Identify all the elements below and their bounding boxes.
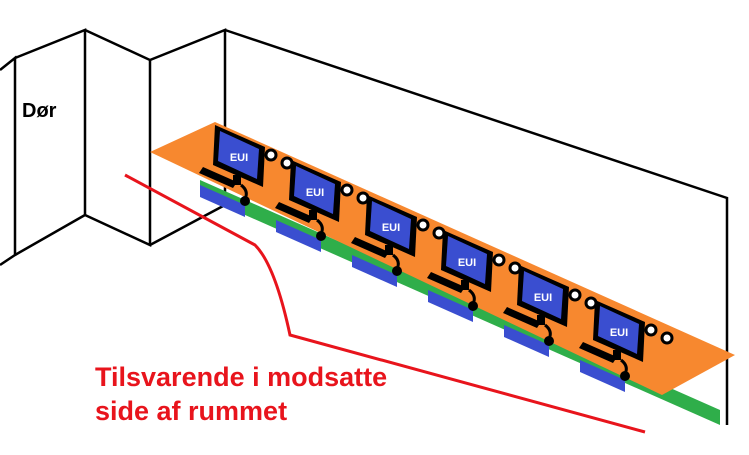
- back-wall: [224, 28, 729, 425]
- keyboard: [503, 307, 541, 328]
- monitor-screen: [446, 236, 487, 284]
- chair: [428, 290, 473, 322]
- chair: [580, 360, 625, 392]
- chair: [504, 325, 549, 357]
- workstation: EUI: [199, 125, 294, 217]
- screen-label: EUI: [610, 327, 628, 339]
- annotation-line2: side af rummet: [95, 396, 288, 426]
- speaker-icon: [416, 218, 430, 232]
- speaker-icon: [568, 288, 582, 302]
- mouse: [544, 336, 554, 346]
- chair: [352, 255, 397, 287]
- workstation: EUI: [351, 195, 446, 287]
- speaker-icon: [508, 261, 522, 275]
- screen-label: EUI: [306, 187, 324, 199]
- monitor-stand: [537, 315, 545, 325]
- screen-label: EUI: [458, 257, 476, 269]
- chair: [200, 185, 245, 217]
- speaker-icon: [264, 148, 278, 162]
- mouse: [620, 371, 630, 381]
- annotation-line1: Tilsvarende i modsatte: [95, 362, 388, 392]
- workstation: EUI: [427, 230, 522, 322]
- chair: [276, 220, 321, 252]
- keyboard: [427, 272, 465, 293]
- speaker-icon: [660, 331, 674, 345]
- speaker-icon: [492, 253, 506, 267]
- keyboard: [351, 237, 389, 258]
- keyboard: [275, 202, 313, 223]
- speaker-icon: [356, 191, 370, 205]
- monitor-stand: [613, 350, 621, 360]
- monitor-screen: [522, 271, 563, 319]
- speaker-icon: [644, 323, 658, 337]
- monitor-stand: [233, 175, 241, 185]
- monitor-screen: [370, 201, 411, 249]
- monitor-stand: [461, 280, 469, 290]
- monitor-screen: [218, 131, 259, 179]
- wall-segment: [149, 28, 227, 247]
- door-label: Dør: [22, 100, 57, 122]
- screen-label: EUI: [382, 222, 400, 234]
- keyboard: [579, 342, 617, 363]
- wall-segment: [84, 28, 152, 247]
- speaker-icon: [584, 296, 598, 310]
- screen-label: EUI: [230, 152, 248, 164]
- workstation: EUI: [275, 160, 370, 252]
- monitor-stand: [385, 245, 393, 255]
- annotation-line: [124, 173, 646, 434]
- workstation: EUI: [503, 265, 598, 357]
- door-panel: [14, 28, 87, 257]
- monitor-screen: [294, 166, 335, 214]
- speaker-icon: [340, 183, 354, 197]
- mouse: [240, 196, 250, 206]
- green-strip: [200, 180, 720, 425]
- wall-segment: [0, 55, 17, 267]
- mouse: [316, 231, 326, 241]
- workstation: EUI: [579, 300, 674, 392]
- keyboard: [199, 167, 237, 188]
- speaker-icon: [280, 156, 294, 170]
- screen-label: EUI: [534, 292, 552, 304]
- mouse: [468, 301, 478, 311]
- monitor-screen: [598, 306, 639, 354]
- monitor-stand: [309, 210, 317, 220]
- mouse: [392, 266, 402, 276]
- speaker-icon: [432, 226, 446, 240]
- walls: [0, 28, 729, 425]
